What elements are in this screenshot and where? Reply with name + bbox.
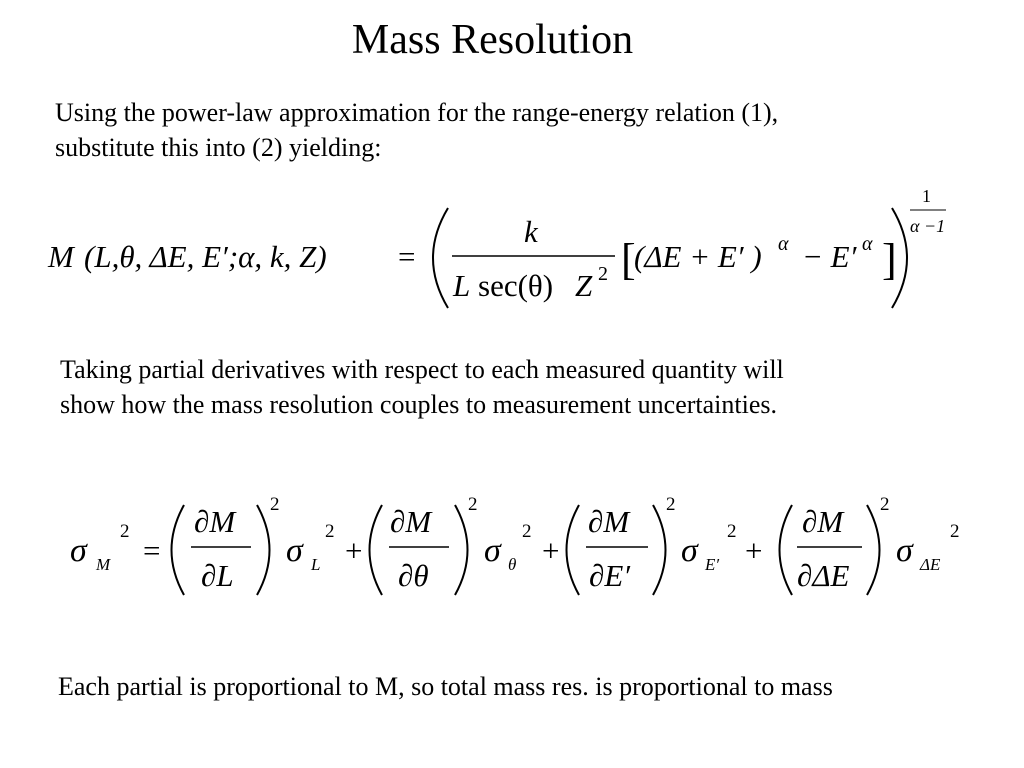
eq1-outer-right-paren [891,207,908,309]
eq2-sigma-M-exponent: 2 [120,521,130,542]
eq2-term4-sigma-exponent: 2 [950,521,960,542]
eq2-term3-sigma-subscript: E′ [704,555,719,574]
eq2-term1-left-paren [170,504,185,596]
intro-line-2: substitute this into (2) yielding: [55,133,382,162]
eq1-bracket-term-a: (ΔE + E′ ) [634,239,762,274]
eq2-term3-right-paren [652,504,667,596]
eq2-term2-sigma-subscript: θ [508,555,516,574]
intro-line-1: Using the power-law approximation for th… [55,98,779,127]
eq2-term4-sigma-subscript: ΔE [919,555,941,574]
derivatives-line-2: show how the mass resolution couples to … [60,390,778,419]
eq1-alpha-exponent-a: α [778,233,789,255]
eq2-term4-denominator: ∂ΔE [797,558,850,593]
derivatives-line-1: Taking partial derivatives with respect … [60,355,784,384]
eq2-term2-sigma: σ [484,532,502,569]
eq2-term1-right-paren [256,504,271,596]
eq1-equals: = [398,239,415,274]
eq1-outer-exponent-numerator: 1 [922,186,931,206]
eq2-term2-right-paren [454,504,469,596]
eq1-bracket-term-b: − E′ [802,239,858,274]
eq2-term2-left-paren [368,504,383,596]
derivatives-paragraph: Taking partial derivatives with respect … [60,352,784,422]
eq2-term3-paren-exponent: 2 [666,494,676,515]
eq2-term3-sigma-exponent: 2 [727,521,737,542]
slide-title: Mass Resolution [351,17,634,63]
eq2-term1-denominator: ∂L [201,558,234,593]
conclusion-paragraph: Each partial is proportional to M, so to… [58,669,833,704]
eq1-outer-left-paren [432,207,449,309]
eq2-term1-sigma-exponent: 2 [325,521,335,542]
eq2-sigma-M: σ [70,532,88,569]
eq1-den-L: L [452,268,470,303]
eq1-bracket-close: ] [882,235,897,284]
conclusion-line-1: Each partial is proportional to M, so to… [58,672,833,701]
eq1-outer-exponent-denominator: α −1 [910,216,945,236]
eq2-term3-numerator: ∂M [588,504,631,539]
eq1-den-Z: Z [575,268,593,303]
intro-paragraph: Using the power-law approximation for th… [55,95,778,165]
eq2-term1-sigma-subscript: L [310,555,320,574]
eq1-lhs-function: M [47,239,76,274]
eq2-term4-left-paren [778,504,793,596]
eq2-term4-numerator: ∂M [802,504,845,539]
eq2-term1-numerator: ∂M [194,504,237,539]
eq1-lhs-arguments: (L,θ, ΔE, E′;α, k, Z) [84,239,327,274]
eq2-term4-sigma: σ [896,532,914,569]
eq2-term3-sigma: σ [681,532,699,569]
eq1-bracket-open: [ [621,235,636,284]
eq2-term2-sigma-exponent: 2 [522,521,532,542]
eq2-term2-numerator: ∂M [390,504,433,539]
eq2-term4-paren-exponent: 2 [880,494,890,515]
eq1-den-Z-exponent: 2 [598,263,608,285]
eq2-term2-denominator: ∂θ [398,558,429,593]
eq2-equals: = [143,533,160,568]
eq2-term2-paren-exponent: 2 [468,494,478,515]
eq2-term4-right-paren [866,504,881,596]
eq2-plus-3: + [745,533,762,568]
eq2-term1-sigma: σ [286,532,304,569]
eq2-sigma-M-subscript: M [95,555,111,574]
eq2-term1-paren-exponent: 2 [270,494,280,515]
eq2-term3-denominator: ∂E′ [589,558,631,593]
eq1-numerator: k [524,214,539,249]
eq2-plus-1: + [345,533,362,568]
eq1-den-sec: sec(θ) [478,268,553,303]
eq2-term3-left-paren [565,504,580,596]
eq1-alpha-exponent-b: α [862,233,873,255]
eq2-plus-2: + [542,533,559,568]
